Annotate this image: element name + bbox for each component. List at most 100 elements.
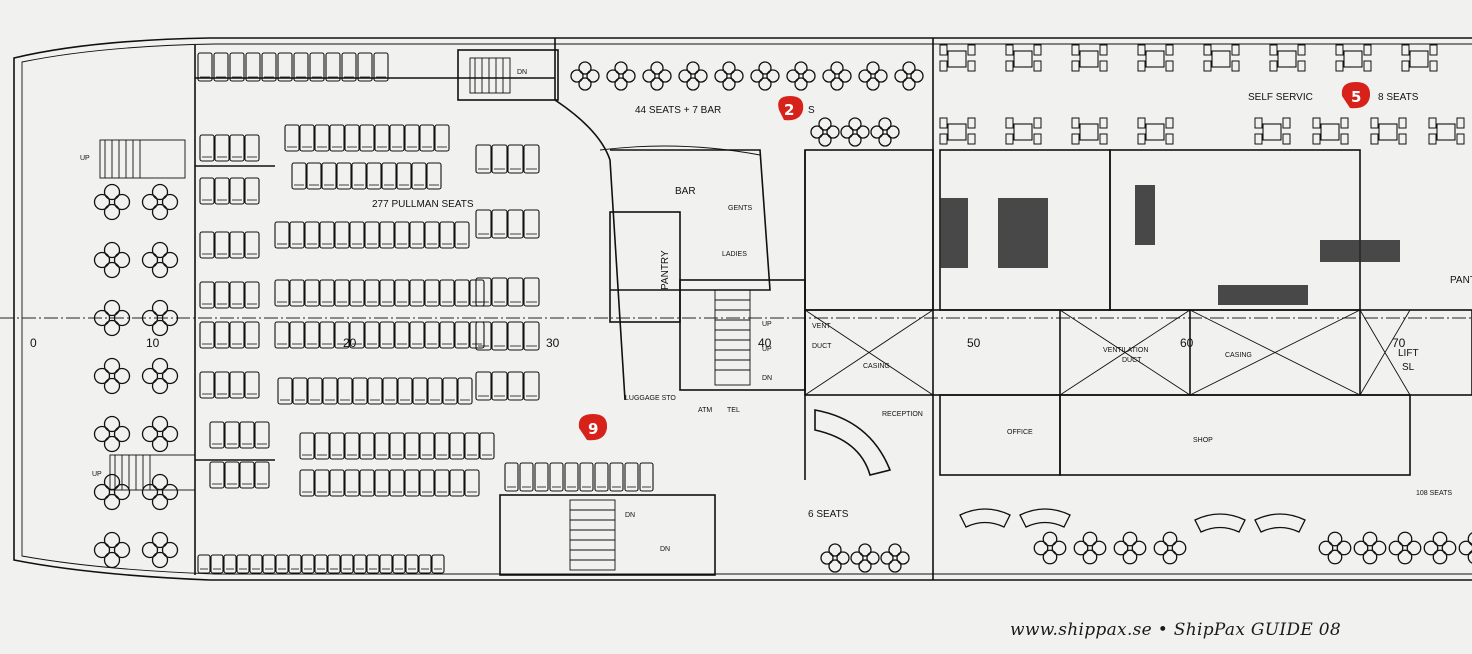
label-up-center: UP <box>762 321 772 328</box>
seat-row <box>299 469 480 497</box>
seat-cluster <box>822 61 852 91</box>
marker-2[interactable]: 2 <box>778 96 804 121</box>
table-set <box>1137 44 1174 72</box>
seat-cluster <box>93 473 131 511</box>
reception-desk <box>814 409 892 476</box>
seat-row <box>209 461 270 489</box>
label-44-seats: 44 SEATS + 7 BAR <box>635 105 721 116</box>
seat-row <box>284 124 450 152</box>
seat-cluster <box>858 61 888 91</box>
label-ladies: LADIES <box>722 251 747 258</box>
label-ventilation-duct: DUCT <box>1122 357 1142 364</box>
label-gents: GENTS <box>728 205 752 212</box>
label-luggage: LUGGAGE STO <box>625 395 676 402</box>
sofa <box>959 508 1011 528</box>
label-vent: VENT <box>812 323 831 330</box>
seat-cluster <box>141 241 179 279</box>
equipment <box>1218 285 1308 305</box>
seat-cluster <box>1033 531 1067 565</box>
table-set <box>1269 44 1306 72</box>
table-set <box>1071 117 1108 145</box>
marker-5[interactable]: 5 <box>1341 82 1371 109</box>
seat-row <box>199 371 260 399</box>
label-lift: LIFT <box>1398 348 1419 359</box>
bulkheads <box>194 38 1472 580</box>
seat-cluster <box>1423 531 1457 565</box>
label-pantry: PANTRY <box>660 250 671 290</box>
seat-row <box>277 377 473 405</box>
label-up-bottom: UP <box>92 471 102 478</box>
seat-cluster <box>570 61 600 91</box>
equipment <box>998 198 1048 268</box>
frame-number: 0 <box>30 336 37 350</box>
seat-cluster <box>141 473 179 511</box>
room-labels: 277 PULLMAN SEATS 44 SEATS + 7 BAR S SEL… <box>80 69 1472 553</box>
stairs-and-casing <box>99 57 1411 571</box>
frame-number: 20 <box>343 336 357 350</box>
seat-row <box>291 162 442 190</box>
seat-cluster <box>810 117 840 147</box>
frame-number: 40 <box>758 336 772 350</box>
seat-cluster <box>840 117 870 147</box>
seat-cluster <box>141 415 179 453</box>
seat-cluster <box>850 543 880 573</box>
seat-row <box>475 321 540 351</box>
seat-cluster <box>141 183 179 221</box>
label-44-seats-tail: S <box>808 105 815 116</box>
table-set <box>1005 44 1042 72</box>
seat-cluster <box>1113 531 1147 565</box>
label-office: OFFICE <box>1007 429 1033 436</box>
label-pullman-seats: 277 PULLMAN SEATS <box>372 199 474 210</box>
seat-cluster <box>93 415 131 453</box>
seat-row <box>197 52 389 82</box>
label-up-center-2: UP <box>762 346 772 353</box>
sofa <box>1254 513 1306 533</box>
seat-cluster <box>1388 531 1422 565</box>
frame-number: 60 <box>1180 336 1194 350</box>
seat-row <box>504 462 654 492</box>
label-casing-2: CASING <box>1225 352 1252 359</box>
seat-cluster <box>1458 532 1472 564</box>
label-shop: SHOP <box>1193 437 1213 444</box>
table-set <box>1370 117 1407 145</box>
label-dn-top: DN <box>517 69 527 76</box>
seat-cluster <box>93 531 131 569</box>
seat-cluster <box>1153 531 1187 565</box>
seat-cluster <box>750 61 780 91</box>
label-bar: BAR <box>675 186 696 197</box>
seat-row <box>299 432 495 460</box>
marker-9[interactable]: 9 <box>578 414 608 441</box>
footer-url[interactable]: www.shippax.se <box>1010 620 1153 640</box>
seat-row <box>199 231 260 259</box>
label-ventilation: VENTILATION <box>1103 347 1148 354</box>
frame-number: 50 <box>967 336 981 350</box>
frame-number: 30 <box>546 336 560 350</box>
seat-cluster <box>141 357 179 395</box>
marker-label: 5 <box>1351 88 1361 106</box>
table-set <box>939 44 976 72</box>
seat-row <box>199 134 260 162</box>
footer-guide: ShipPax GUIDE 08 <box>1173 620 1342 640</box>
label-pantry-right: PANT <box>1450 275 1472 286</box>
marker-label: 2 <box>784 101 794 119</box>
seat-row <box>274 221 470 249</box>
sofa <box>1019 508 1071 528</box>
seat-row <box>199 321 260 349</box>
seat-cluster <box>93 357 131 395</box>
equipment <box>940 198 968 268</box>
bar-counter <box>599 145 761 156</box>
table-set <box>1428 117 1465 145</box>
table-set <box>1254 117 1291 145</box>
marker-pin-icon <box>1341 82 1371 109</box>
seat-row <box>475 209 540 239</box>
label-self-service-seats: 8 SEATS <box>1378 92 1419 103</box>
seat-cluster <box>678 61 708 91</box>
label-dn-center: DN <box>762 375 772 382</box>
seat-cluster <box>1073 531 1107 565</box>
table-set <box>1312 117 1349 145</box>
label-dn-bottom-2: DN <box>660 546 670 553</box>
hull-outline <box>13 37 1472 581</box>
footer-credit: www.shippax.se • ShipPax GUIDE 08 <box>1010 620 1341 640</box>
seat-row <box>209 421 270 449</box>
